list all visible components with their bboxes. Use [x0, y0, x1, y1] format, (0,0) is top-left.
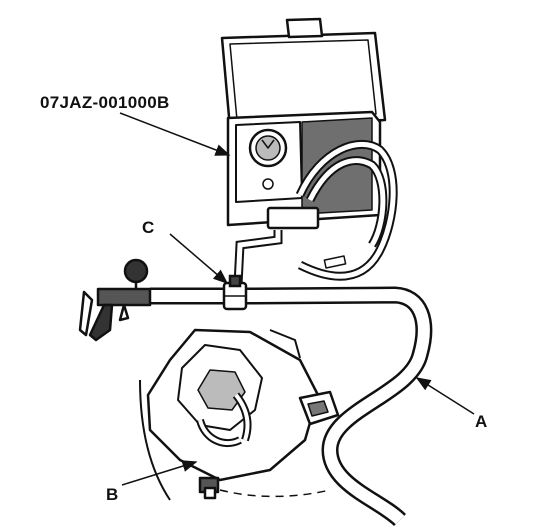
callout-a-leader [415, 377, 475, 415]
callout-b-label: B [106, 485, 118, 504]
tool-number-label: 07JAZ-001000B [40, 93, 170, 112]
coiled-hose [295, 139, 398, 281]
callout-a-label: A [475, 412, 487, 431]
tester-hose [233, 230, 283, 286]
tester-lid [220, 17, 387, 130]
hand-vacuum-pump [78, 258, 152, 342]
tester-body [226, 110, 382, 230]
vacuum-tester-case [220, 17, 398, 281]
knob-icon [262, 178, 274, 190]
hose-a [150, 286, 433, 527]
pump-gauge-icon [123, 258, 149, 284]
callout-c-leader [169, 233, 229, 284]
three-way-valve-c [222, 274, 248, 311]
tool-number-leader [119, 112, 231, 156]
engine-assembly [139, 328, 340, 501]
hose-end-fitting [323, 255, 347, 269]
callout-b-leader [121, 460, 198, 486]
case-latch [266, 206, 320, 230]
callout-c-label: C [142, 218, 154, 237]
leader-lines [119, 112, 475, 486]
